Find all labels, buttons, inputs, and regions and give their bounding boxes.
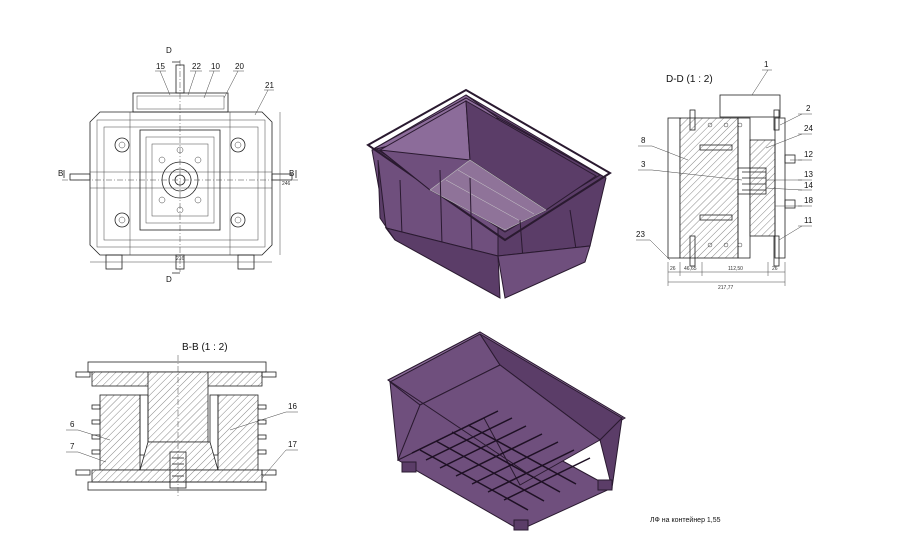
callout-16: 16 <box>288 402 297 411</box>
dim-width: 216 <box>176 256 185 262</box>
dim-dd-2: 46,65 <box>684 266 697 272</box>
callout-11: 11 <box>804 216 813 225</box>
front-view-labels: D D B B 15 22 10 20 21 216 246 <box>58 46 294 284</box>
callout-12: 12 <box>804 150 813 159</box>
callout-3: 3 <box>641 160 646 169</box>
callout-24: 24 <box>804 124 813 133</box>
section-dd <box>636 69 812 286</box>
section-dd-labels: D-D (1 : 2) 1 2 24 8 12 3 13 14 18 11 23… <box>636 60 813 291</box>
section-bb-title: B-B (1 : 2) <box>182 342 228 353</box>
dim-dd-total: 217,77 <box>718 285 734 291</box>
dim-dd-1: 26 <box>670 266 676 272</box>
section-dd-title: D-D (1 : 2) <box>666 74 713 85</box>
callout-13: 13 <box>804 170 813 179</box>
callout-22: 22 <box>192 62 201 71</box>
section-bb <box>66 355 298 496</box>
callout-1: 1 <box>764 60 769 69</box>
section-bb-labels: B-B (1 : 2) 6 16 7 17 <box>70 342 297 451</box>
callout-15: 15 <box>156 62 165 71</box>
callout-10: 10 <box>211 62 220 71</box>
callout-20: 20 <box>235 62 244 71</box>
callout-2: 2 <box>806 104 811 113</box>
dim-dd-3: 112,50 <box>728 266 743 272</box>
callout-18: 18 <box>804 196 813 205</box>
dim-dd-4: 26 <box>772 266 778 272</box>
section-mark-b-left: B <box>58 169 63 178</box>
callout-14: 14 <box>804 181 813 190</box>
callout-23: 23 <box>636 230 645 239</box>
callout-17: 17 <box>288 440 297 449</box>
callout-7: 7 <box>70 442 75 451</box>
container-iso-top <box>366 88 612 299</box>
dim-height: 246 <box>282 181 291 187</box>
callout-21: 21 <box>265 81 274 90</box>
container-iso-bottom <box>387 331 626 531</box>
callout-8: 8 <box>641 136 646 145</box>
drawing-caption: ЛФ на контейнер 1,55 <box>650 516 721 524</box>
front-view <box>62 60 298 274</box>
section-mark-d-top: D <box>166 46 172 55</box>
callout-6: 6 <box>70 420 75 429</box>
section-mark-d-bottom: D <box>166 275 172 284</box>
section-mark-b-right: B <box>289 169 294 178</box>
